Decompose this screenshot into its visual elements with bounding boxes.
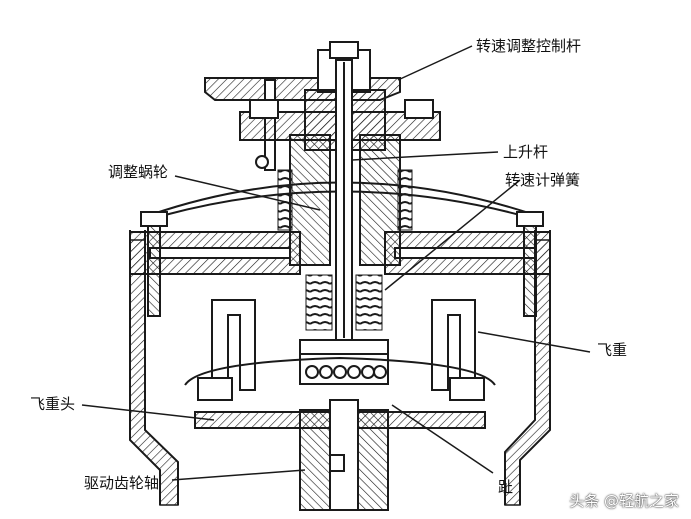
central-lift-rod <box>335 59 353 341</box>
label-adjust-worm-gear: 调整蜗轮 <box>108 163 169 181</box>
speeder-spring-upper <box>277 169 413 231</box>
mounting-bolts <box>140 211 544 317</box>
watermark: 头条 @轻航之家 <box>569 492 679 510</box>
label-flyweight-head: 飞重头 <box>30 395 76 413</box>
label-flyweight: 飞重 <box>597 341 628 359</box>
leader-lines <box>81 45 591 481</box>
speeder-spring-lower <box>305 274 383 331</box>
label-lift-rod: 上升杆 <box>503 143 549 161</box>
drive-gear-shaft <box>299 399 389 511</box>
bearing-assembly <box>299 339 389 385</box>
label-speeder-spring: 转速计弹簧 <box>505 171 581 189</box>
label-drive-gear-shaft: 驱动齿轮轴 <box>84 474 160 492</box>
label-speed-adjust-lever: 转速调整控制杆 <box>476 37 582 55</box>
label-toe: 趾 <box>498 478 514 496</box>
